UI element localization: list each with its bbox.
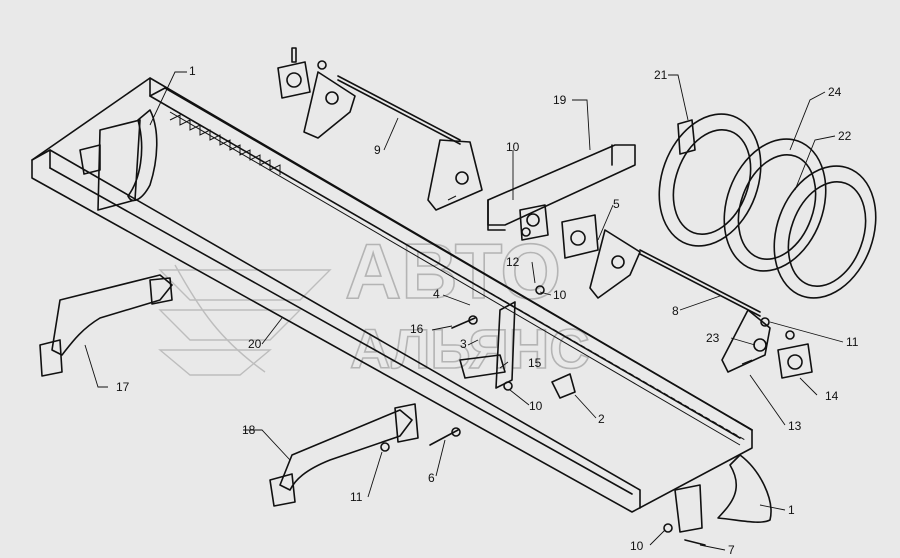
callout-21: 21: [654, 68, 668, 82]
bolt-16: [451, 315, 478, 329]
callout-labels: 1 1 2 3 4 5 6 7 8 9 10 10 10 10 11 11 12…: [116, 64, 859, 557]
callout-8: 8: [672, 304, 679, 318]
bolt-6: [429, 427, 461, 446]
callout-14: 14: [825, 389, 839, 403]
arm-bracket-5: [589, 229, 641, 299]
callout-23: 23: [706, 331, 720, 345]
main-frame: [31, 77, 753, 513]
callout-18: 18: [242, 423, 256, 437]
bracket-18: [269, 403, 419, 507]
tine-right: [674, 454, 772, 533]
teeth-row: [169, 114, 281, 175]
callout-17: 17: [116, 380, 130, 394]
leader-lines: [84, 71, 844, 551]
callout-7: 7: [728, 543, 735, 557]
callout-1: 1: [788, 503, 795, 517]
callout-10: 10: [506, 140, 520, 154]
callout-24: 24: [828, 85, 842, 99]
bracket-19: [487, 144, 636, 231]
tine-left: [79, 109, 158, 211]
callout-10: 10: [529, 399, 543, 413]
arm-bracket-top: [303, 71, 461, 145]
bracket-17: [39, 274, 173, 377]
bolt-7: [684, 539, 706, 546]
callout-12: 12: [506, 255, 520, 269]
small-part-2: [551, 373, 576, 399]
bearing-blocks: [519, 204, 599, 259]
callout-13: 13: [788, 419, 802, 433]
callout-3: 3: [460, 337, 467, 351]
callout-2: 2: [598, 412, 605, 426]
callout-19: 19: [553, 93, 567, 107]
callout-5: 5: [613, 197, 620, 211]
callout-6: 6: [428, 471, 435, 485]
arm-bracket-mid: [427, 139, 483, 211]
callout-9: 9: [374, 143, 381, 157]
bearing-plate-right: [777, 343, 813, 379]
nuts: [317, 60, 795, 533]
callout-20: 20: [248, 337, 262, 351]
callout-16: 16: [410, 322, 424, 336]
callout-22: 22: [838, 129, 852, 143]
callout-11: 11: [350, 490, 363, 504]
callout-11: 11: [846, 335, 859, 349]
callout-10: 10: [553, 288, 567, 302]
watermark-line2: АЛЬЯНС: [350, 317, 590, 380]
callout-1: 1: [189, 64, 196, 78]
spiked-wheels: [658, 113, 877, 299]
watermark-emblem: [158, 264, 332, 376]
shaft-8: [639, 249, 761, 317]
strut-15: [459, 301, 516, 389]
callout-4: 4: [433, 287, 440, 301]
bearing-plate-top: [277, 47, 311, 99]
callout-15: 15: [528, 356, 542, 370]
callout-10: 10: [630, 539, 644, 553]
